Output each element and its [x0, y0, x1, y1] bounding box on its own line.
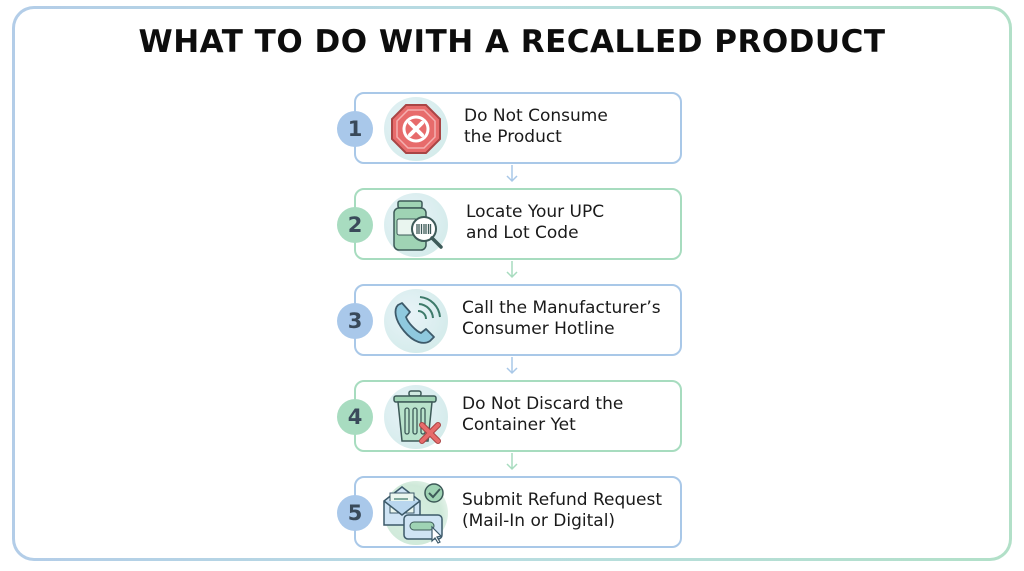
step-5-card: 5 Submit Refund Request(Mail-In or Digit…	[337, 476, 682, 548]
arrow-down-icon	[506, 453, 518, 471]
stop-sign-x-icon	[384, 97, 448, 161]
jar-magnifier-barcode-icon	[384, 193, 448, 257]
arrow-down-icon	[506, 165, 518, 183]
step-number-badge: 3	[337, 303, 373, 339]
step-label: Submit Refund Request(Mail-In or Digital…	[462, 490, 662, 531]
step-number-badge: 2	[337, 207, 373, 243]
phone-call-icon	[384, 289, 448, 353]
step-number-badge: 1	[337, 111, 373, 147]
page-title: WHAT TO DO WITH A RECALLED PRODUCT	[138, 24, 886, 60]
step-number-badge: 5	[337, 495, 373, 531]
envelope-submit-icon	[383, 481, 448, 545]
trash-can-x-icon	[384, 385, 448, 449]
arrow-down-icon	[506, 357, 518, 375]
arrow-down-icon	[506, 261, 518, 279]
step-number-badge: 4	[337, 399, 373, 435]
